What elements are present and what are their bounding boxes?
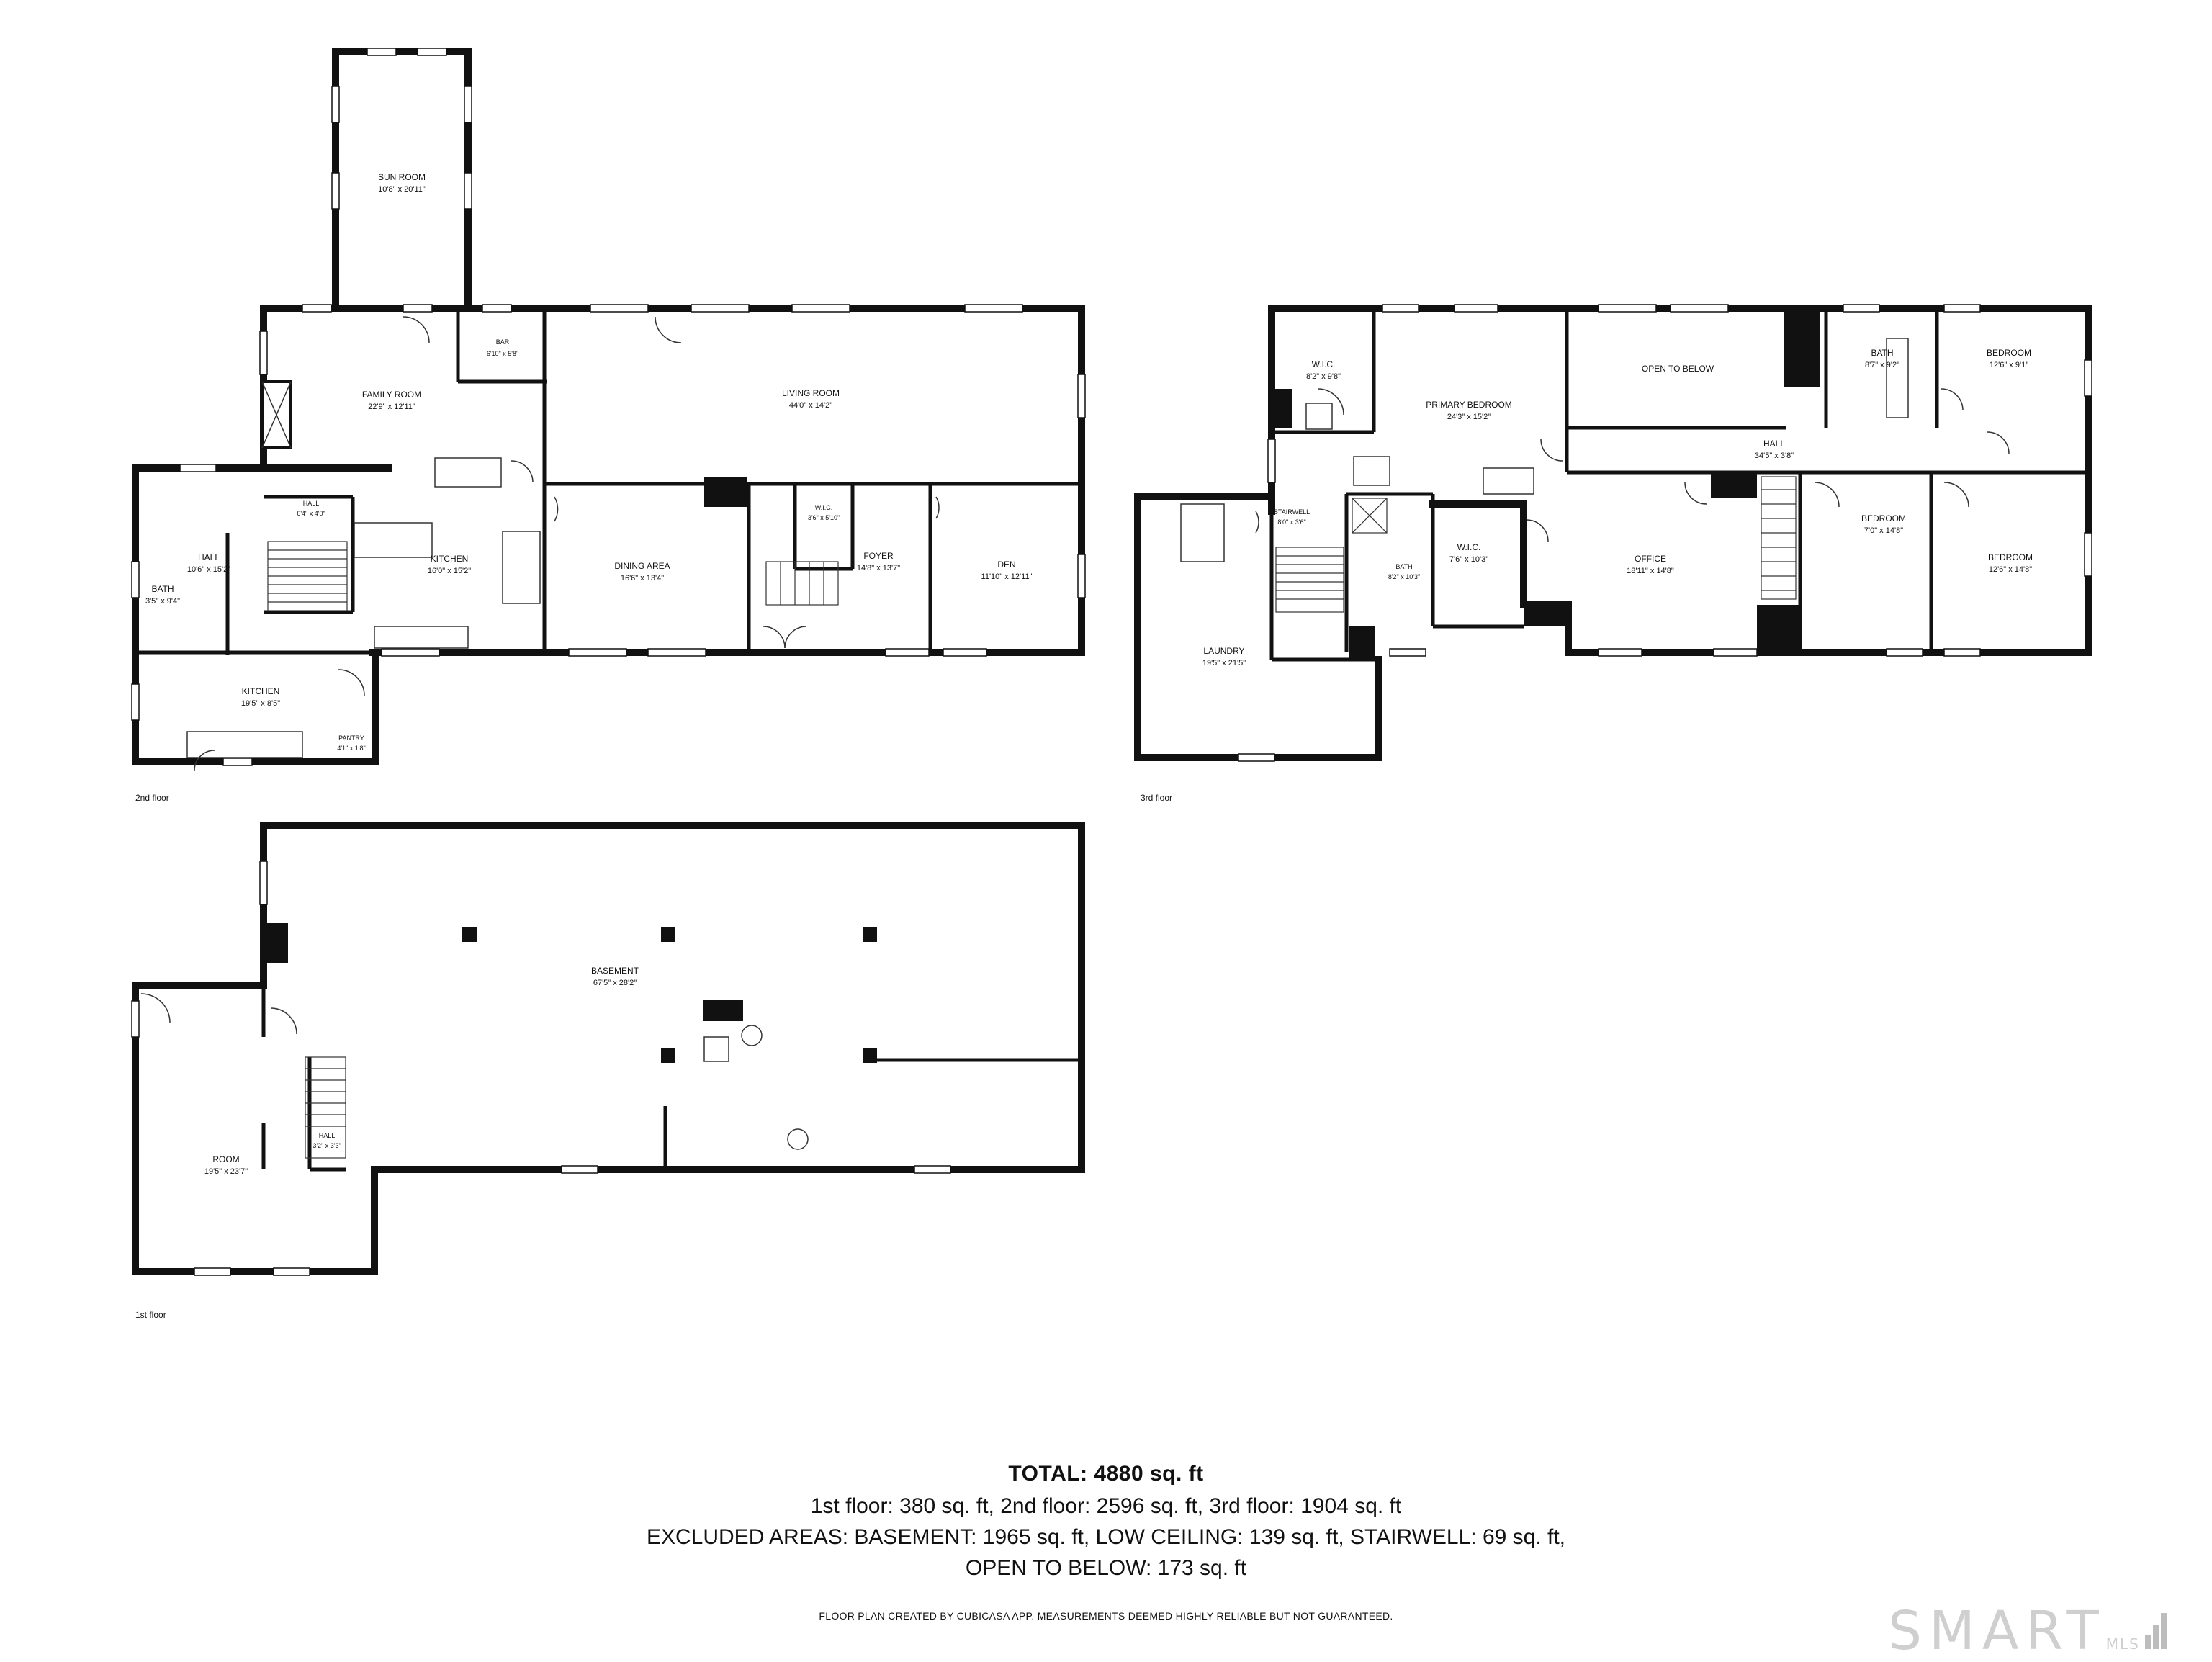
wic-primary-name: W.I.C.: [1312, 359, 1336, 369]
dining-name: DINING AREA: [614, 561, 670, 571]
room-labels: SUN ROOM 10'8" x 20'11" FAMILY ROOM 22'9…: [145, 172, 2033, 1176]
living-room-name: LIVING ROOM: [782, 388, 840, 398]
bedroom-1-dim: 12'6" x 9'1": [1990, 361, 2028, 369]
dining-dim: 16'6" x 13'4": [621, 574, 664, 583]
hall-left-name: HALL: [198, 552, 220, 562]
floor-label-1st: 1st floor: [135, 1310, 166, 1320]
excluded-areas-line: EXCLUDED AREAS: BASEMENT: 1965 sq. ft, L…: [646, 1525, 1566, 1549]
primary-bedroom-dim: 24'3" x 15'2": [1447, 413, 1491, 421]
kitchen-lower-name: KITCHEN: [242, 686, 280, 696]
smart-mls-logo: SMARTMLS: [1888, 1600, 2167, 1662]
open-to-below-line: OPEN TO BELOW: 173 sq. ft: [965, 1556, 1247, 1580]
third-floor-plan: [1134, 304, 2092, 762]
family-room-name: FAMILY ROOM: [362, 390, 421, 400]
room-dim: 19'5" x 23'7": [204, 1167, 248, 1176]
bedroom-2-dim: 7'0" x 14'8": [1864, 526, 1903, 535]
hall-small-dim: 6'4" x 4'0": [297, 510, 325, 517]
laundry-dim: 19'5" x 21'5": [1202, 659, 1246, 668]
bar-dim: 6'10" x 5'8": [487, 350, 518, 357]
logo-bars-icon: [2143, 1600, 2167, 1662]
floor-label-3rd: 3rd floor: [1141, 793, 1172, 803]
hall-upper-dim: 34'5" x 3'8": [1755, 452, 1794, 460]
bedroom-3-name: BEDROOM: [1988, 552, 2033, 562]
stairwell-name: STAIRWELL: [1274, 508, 1310, 516]
total-area: TOTAL: 4880 sq. ft: [1008, 1462, 1204, 1486]
office-dim: 18'11" x 14'8": [1627, 567, 1674, 575]
hall-left-dim: 10'6" x 15'2": [187, 565, 230, 574]
hall-basement-dim: 3'2" x 3'3": [313, 1142, 341, 1149]
logo-main-text: SMART: [1888, 1600, 2106, 1662]
laundry-name: LAUNDRY: [1203, 646, 1244, 656]
bath-small-name: BATH: [1395, 563, 1412, 570]
stairwell-dim: 8'0" x 3'6": [1277, 518, 1305, 526]
wic-upper-name: W.I.C.: [1457, 542, 1481, 552]
bar-name: BAR: [496, 338, 510, 346]
foyer-name: FOYER: [863, 551, 894, 561]
disclaimer: FLOOR PLAN CREATED BY CUBICASA APP. MEAS…: [819, 1610, 1393, 1622]
pantry-dim: 4'1" x 1'8": [337, 745, 365, 752]
wic-foyer-dim: 3'6" x 5'10": [808, 514, 840, 521]
office-name: OFFICE: [1635, 554, 1666, 564]
living-room-dim: 44'0" x 14'2": [789, 401, 832, 410]
logo-sub-text: MLS: [2105, 1635, 2140, 1653]
wic-primary-dim: 8'2" x 9'8": [1306, 372, 1341, 381]
sun-room-dim: 10'8" x 20'11": [378, 185, 426, 194]
primary-bedroom-name: PRIMARY BEDROOM: [1426, 400, 1512, 410]
basement-name: BASEMENT: [591, 966, 639, 976]
bedroom-3-dim: 12'6" x 14'8": [1989, 565, 2032, 574]
kitchen-main-name: KITCHEN: [431, 554, 469, 564]
bedroom-2-name: BEDROOM: [1861, 513, 1906, 524]
second-floor-plan: [131, 48, 1086, 771]
bath-left-dim: 3'5" x 9'4": [145, 597, 180, 606]
den-name: DEN: [997, 560, 1015, 570]
family-room-dim: 22'9" x 12'11": [368, 403, 415, 411]
floor-areas-line: 1st floor: 380 sq. ft, 2nd floor: 2596 s…: [810, 1494, 1402, 1518]
bath-left-name: BATH: [151, 584, 174, 594]
foyer-dim: 14'8" x 13'7": [857, 564, 900, 572]
sun-room-name: SUN ROOM: [378, 172, 426, 182]
kitchen-lower-dim: 19'5" x 8'5": [241, 699, 280, 708]
kitchen-main-dim: 16'0" x 15'2": [428, 567, 471, 575]
floor-labels: 2nd floor 3rd floor 1st floor: [135, 793, 1172, 1320]
open-to-below-name: OPEN TO BELOW: [1642, 364, 1714, 374]
pantry-name: PANTRY: [338, 735, 364, 742]
bath-upper-name: BATH: [1871, 348, 1893, 358]
room-name: ROOM: [212, 1154, 239, 1164]
wic-foyer-name: W.I.C.: [815, 504, 833, 511]
hall-small-name: HALL: [303, 500, 320, 507]
floor-label-2nd: 2nd floor: [135, 793, 169, 803]
basement-dim: 67'5" x 28'2": [593, 979, 637, 987]
bedroom-1-name: BEDROOM: [1987, 348, 2031, 358]
first-floor-plan: [131, 822, 1085, 1276]
den-dim: 11'10" x 12'11": [981, 572, 1033, 581]
hall-upper-name: HALL: [1763, 439, 1785, 449]
hall-basement-name: HALL: [319, 1132, 336, 1139]
bath-small-dim: 8'2" x 10'3": [1388, 573, 1420, 580]
wic-upper-dim: 7'6" x 10'3": [1449, 555, 1488, 564]
bath-upper-dim: 8'7" x 9'2": [1865, 361, 1899, 369]
